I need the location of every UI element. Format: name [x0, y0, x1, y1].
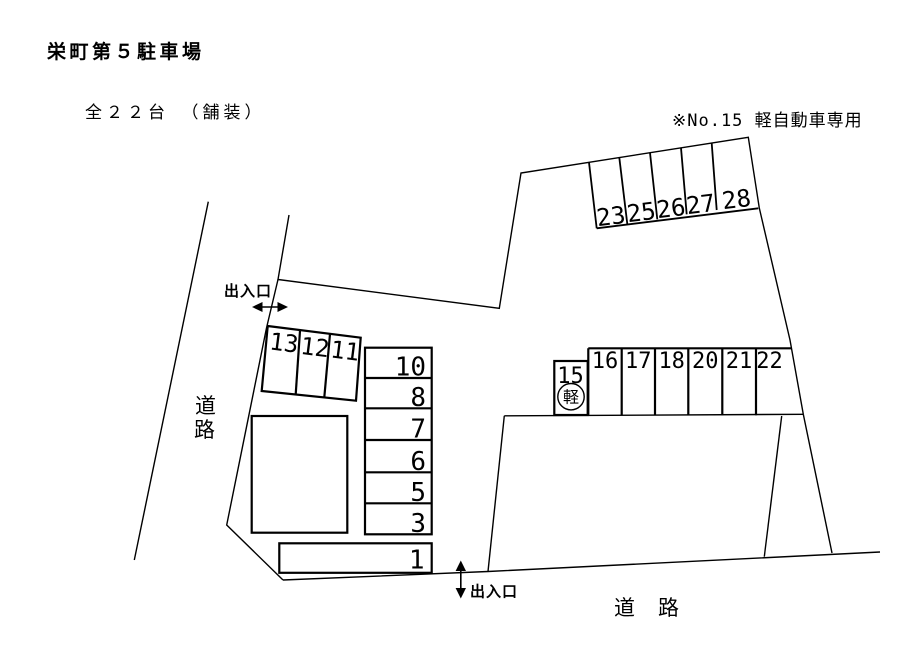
parcel-outline-right-line [277, 136, 833, 554]
captions: 栄町第５駐車場 全２２台 （舗装） ※No.15 軽自動車専用 [46, 40, 863, 131]
kei-badge-circle [557, 382, 585, 411]
kei-badge-label: 軽 [563, 388, 579, 407]
top-row-left-edge [588, 162, 598, 229]
slanted-block-outline [260, 324, 362, 402]
entrance-bottom-arrow-down-head [455, 588, 466, 599]
entrance-top-label: 出入口 [224, 282, 272, 300]
entrance-bottom-label: 出入口 [470, 583, 518, 601]
space-number-25: 25 [625, 197, 657, 228]
space-number-21: 21 [726, 349, 753, 374]
unlabeled-area-box [250, 414, 349, 534]
space-number-7: 7 [410, 415, 426, 445]
roads: 道 路 道 路 [133, 201, 881, 620]
entrance-top-arrow-left-head [252, 302, 263, 312]
slanted-block-divider [323, 333, 332, 398]
space-number-23: 23 [595, 201, 627, 232]
space-number-1: 1 [409, 546, 425, 576]
top-row-divider [649, 152, 659, 220]
slanted-block-divider [294, 330, 302, 395]
entrance-bottom: 出入口 [455, 560, 518, 601]
parcel-outline-left-line [225, 279, 284, 581]
road-label-bottom: 道 路 [614, 596, 680, 620]
page-title: 栄町第５駐車場 [46, 40, 205, 63]
road-label-left-char1: 道 [195, 394, 217, 418]
kei-space: 15 軽 [553, 359, 589, 417]
road-label-left-char2: 路 [194, 418, 216, 442]
top-row-divider [710, 143, 718, 211]
entrance-top: 出入口 [224, 282, 288, 312]
capacity-note: 全２２台 （舗装） [85, 103, 266, 123]
kei-space-outline [553, 359, 589, 417]
left-road-edge-line [133, 201, 209, 561]
space-number-16: 16 [592, 349, 619, 374]
space-number-6: 6 [410, 447, 426, 477]
entrance-top-arrow-right-head [277, 302, 288, 312]
entrance-bottom-arrow-up-head [455, 560, 466, 571]
middle-row-baseline [504, 413, 804, 417]
space-number-11: 11 [329, 335, 361, 366]
wide-space-outline [278, 542, 433, 574]
space-number-26: 26 [655, 193, 687, 224]
space-number-5: 5 [410, 478, 426, 508]
space-number-3: 3 [410, 509, 426, 539]
inner-boundary-line [487, 415, 505, 572]
wide-space: 1 [278, 542, 433, 576]
slanted-block: 13 12 11 [260, 324, 362, 402]
space-number-18: 18 [658, 349, 685, 374]
top-row-divider [618, 157, 629, 225]
space-number-10: 10 [395, 353, 426, 383]
space-number-17: 17 [625, 349, 652, 374]
space-number-12: 12 [299, 332, 331, 363]
column-block: 10 8 7 6 5 3 [363, 346, 433, 539]
space-number-20: 20 [692, 349, 719, 374]
space-number-28: 28 [720, 184, 752, 215]
middle-row-block: 16 17 18 20 21 22 [587, 347, 792, 416]
space-number-13: 13 [268, 327, 300, 358]
special-note: ※No.15 軽自動車専用 [672, 111, 863, 131]
space-number-8: 8 [410, 383, 426, 413]
southeast-wedge-line [763, 415, 783, 557]
top-row-bottom-edge [596, 207, 759, 230]
space-number-15: 15 [557, 364, 584, 389]
space-number-27: 27 [685, 189, 717, 220]
top-row-divider [680, 147, 688, 215]
space-number-22: 22 [756, 349, 783, 374]
top-row-block: 23 25 26 27 28 [588, 143, 759, 232]
